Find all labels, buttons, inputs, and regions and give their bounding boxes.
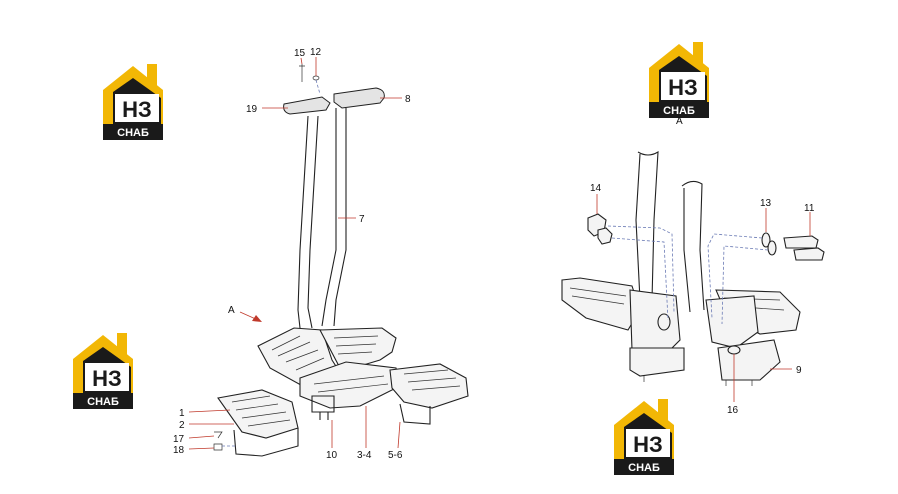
detail-left-pedal-ribs xyxy=(569,287,627,305)
main-assembly: A 15 12 19 8 7 1 2 17 18 10 3-4 5-6 xyxy=(173,47,469,461)
callout-12: 12 xyxy=(310,47,322,58)
washer-13-second xyxy=(767,240,777,256)
callout-9: 9 xyxy=(796,365,802,376)
right-side-pedal xyxy=(389,363,469,409)
left-handle-grip xyxy=(283,96,331,115)
logo-mid-left: НЗ СНАБ xyxy=(73,333,133,409)
callout-5-6: 5-6 xyxy=(388,450,403,461)
callout-3-4: 3-4 xyxy=(357,450,372,461)
detail-block-pins xyxy=(643,376,753,386)
nut-14-second xyxy=(597,227,613,245)
left-pedal-housing xyxy=(233,428,299,457)
callout-13: 13 xyxy=(760,198,772,209)
hidden-line-left-bolt xyxy=(607,225,675,321)
logo-letters: НЗ xyxy=(668,75,698,100)
callout-7: 7 xyxy=(359,214,365,225)
right-handle-grip xyxy=(333,87,385,109)
callout-14: 14 xyxy=(590,183,602,194)
logo-caption: СНАБ xyxy=(117,127,149,139)
washer-13 xyxy=(761,232,771,248)
logo-bottom-right: НЗ СНАБ xyxy=(614,399,674,475)
callout-8: 8 xyxy=(405,94,411,105)
view-arrow-head xyxy=(252,315,262,322)
left-separate-pedal xyxy=(217,389,299,439)
nut-18 xyxy=(213,443,223,451)
callout-11: 11 xyxy=(804,203,815,214)
leader-18 xyxy=(188,447,215,450)
callout-2: 2 xyxy=(179,420,185,431)
logo-letters: НЗ xyxy=(633,432,663,457)
detail-left-pedal xyxy=(561,277,641,331)
pedal-ribs xyxy=(271,335,389,393)
bolt-11 xyxy=(783,235,819,249)
shaft-10 xyxy=(311,395,335,420)
hidden-line-top xyxy=(315,79,321,95)
logo-top-right: НЗ СНАБ xyxy=(649,42,709,118)
screw-15 xyxy=(299,64,305,82)
logo-top-left: НЗ СНАБ xyxy=(103,64,163,140)
logo-letters: НЗ xyxy=(122,97,152,122)
logo-caption: СНАБ xyxy=(87,396,119,408)
washer-12 xyxy=(312,75,320,81)
callout-1: 1 xyxy=(179,408,185,419)
callout-15: 15 xyxy=(294,48,306,59)
callout-17: 17 xyxy=(173,434,185,445)
callout-19: 19 xyxy=(246,104,258,115)
view-arrow-label: A xyxy=(228,305,235,316)
logo-caption: СНАБ xyxy=(663,105,695,117)
hidden-line-right-bolt xyxy=(707,233,769,325)
callout-16: 16 xyxy=(727,405,739,416)
right-side-bracket xyxy=(399,403,431,425)
screw-17 xyxy=(214,431,223,439)
detail-knob xyxy=(657,313,671,331)
right-lever xyxy=(321,108,347,327)
detail-right-arm xyxy=(681,180,705,313)
leader-1 xyxy=(188,409,231,413)
detail-view-a: A 14 13 11 xyxy=(561,116,825,416)
callout-10: 10 xyxy=(326,450,338,461)
leader-15 xyxy=(300,57,303,65)
detail-right-bracket xyxy=(705,295,759,349)
logo-letters: НЗ xyxy=(92,366,122,391)
view-label: A xyxy=(676,116,683,127)
right-side-pedal-ribs xyxy=(403,369,461,391)
detail-left-arm xyxy=(635,150,659,301)
detail-left-block xyxy=(629,347,685,377)
logo-caption: СНАБ xyxy=(628,462,660,474)
left-separate-pedal-ribs xyxy=(231,395,291,427)
leader-17 xyxy=(188,435,215,439)
nut-16 xyxy=(727,345,741,355)
leader-56 xyxy=(397,421,401,449)
left-lever xyxy=(297,115,319,329)
callout-18: 18 xyxy=(173,445,185,456)
bolt-11-second xyxy=(793,247,825,261)
